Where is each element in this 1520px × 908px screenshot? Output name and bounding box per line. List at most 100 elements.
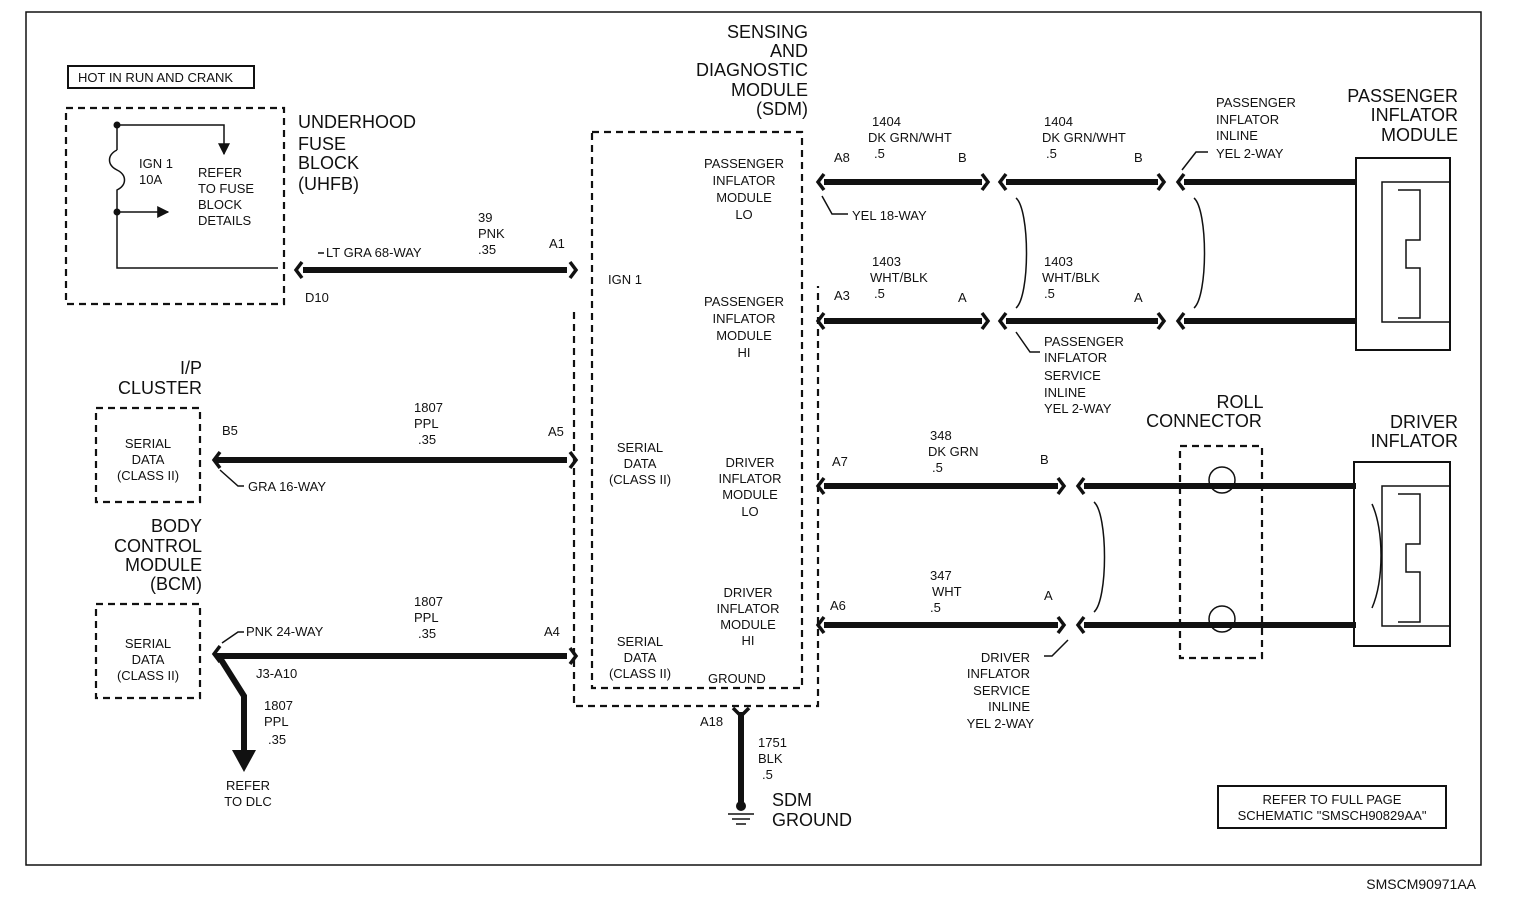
- wire-driver-hi: A6 347 WHT .5 A: [815, 568, 1356, 635]
- svg-text:MODULE: MODULE: [1381, 125, 1458, 145]
- svg-text:MODULE: MODULE: [716, 190, 772, 205]
- svg-text:TO DLC: TO DLC: [224, 794, 271, 809]
- svg-text:GROUND: GROUND: [708, 671, 766, 686]
- svg-text:TO FUSE: TO FUSE: [198, 181, 254, 196]
- passenger-service-inline: PASSENGER INFLATOR SERVICE INLINE YEL 2-…: [1015, 197, 1124, 416]
- svg-text:I/P: I/P: [180, 358, 202, 378]
- svg-text:1403: 1403: [872, 254, 901, 269]
- svg-text:PNK 24-WAY: PNK 24-WAY: [246, 624, 324, 639]
- svg-text:YEL 18-WAY: YEL 18-WAY: [852, 208, 927, 223]
- svg-text:.5: .5: [930, 600, 941, 615]
- svg-text:SDM: SDM: [772, 790, 812, 810]
- svg-text:(CLASS II): (CLASS II): [609, 666, 671, 681]
- svg-text:INFLATOR: INFLATOR: [1371, 431, 1458, 451]
- svg-text:DK GRN: DK GRN: [928, 444, 979, 459]
- svg-text:DETAILS: DETAILS: [198, 213, 252, 228]
- svg-text:SCHEMATIC "SMSCH90829AA": SCHEMATIC "SMSCH90829AA": [1238, 808, 1427, 823]
- svg-text:PNK: PNK: [478, 226, 505, 241]
- svg-text:PASSENGER: PASSENGER: [1044, 334, 1124, 349]
- svg-text:SERVICE: SERVICE: [973, 683, 1030, 698]
- ip-cluster: I/P CLUSTER SERIAL DATA (CLASS II) B5 GR…: [94, 358, 579, 504]
- svg-text:HI: HI: [738, 345, 751, 360]
- wire-passenger-lo: YEL 18-WAY A8 1404 DK GRN/WHT .5 B 1404 …: [815, 114, 1356, 223]
- svg-text:A18: A18: [700, 714, 723, 729]
- svg-text:INLINE: INLINE: [988, 699, 1030, 714]
- svg-text:DRIVER: DRIVER: [725, 455, 774, 470]
- svg-text:DATA: DATA: [132, 652, 165, 667]
- svg-text:WHT: WHT: [932, 584, 962, 599]
- svg-text:LO: LO: [735, 207, 752, 222]
- hot-label: HOT IN RUN AND CRANK: [67, 65, 255, 89]
- svg-text:(CLASS II): (CLASS II): [609, 472, 671, 487]
- svg-text:.5: .5: [874, 286, 885, 301]
- svg-text:SERIAL: SERIAL: [125, 636, 171, 651]
- svg-text:1751: 1751: [758, 735, 787, 750]
- svg-text:B: B: [958, 150, 967, 165]
- svg-text:B: B: [1040, 452, 1049, 467]
- svg-text:347: 347: [930, 568, 952, 583]
- svg-text:DATA: DATA: [624, 456, 657, 471]
- svg-text:INFLATOR: INFLATOR: [718, 471, 781, 486]
- svg-text:LT GRA 68-WAY: LT GRA 68-WAY: [326, 245, 422, 260]
- svg-text:IGN 1: IGN 1: [139, 156, 173, 171]
- roll-connector: ROLL CONNECTOR: [1146, 392, 1264, 660]
- svg-text:IGN 1: IGN 1: [608, 272, 642, 287]
- svg-text:.5: .5: [1044, 286, 1055, 301]
- svg-text:(CLASS II): (CLASS II): [117, 468, 179, 483]
- svg-text:A: A: [1044, 588, 1053, 603]
- svg-text:DK GRN/WHT: DK GRN/WHT: [1042, 130, 1126, 145]
- svg-text:YEL 2-WAY: YEL 2-WAY: [967, 716, 1035, 731]
- svg-text:INFLATOR: INFLATOR: [1371, 105, 1458, 125]
- svg-text:WHT/BLK: WHT/BLK: [1042, 270, 1100, 285]
- svg-text:PASSENGER: PASSENGER: [1347, 86, 1458, 106]
- svg-text:AND: AND: [770, 41, 808, 61]
- svg-text:SERIAL: SERIAL: [617, 440, 663, 455]
- svg-text:HI: HI: [742, 633, 755, 648]
- svg-text:DATA: DATA: [624, 650, 657, 665]
- svg-text:BLOCK: BLOCK: [198, 197, 242, 212]
- svg-text:1403: 1403: [1044, 254, 1073, 269]
- svg-text:A3: A3: [834, 288, 850, 303]
- sdm-module: SENSING AND DIAGNOSTIC MODULE (SDM) IGN …: [572, 22, 820, 708]
- svg-text:INFLATOR: INFLATOR: [716, 601, 779, 616]
- svg-text:1404: 1404: [1044, 114, 1073, 129]
- passenger-inflator-inline: PASSENGER INFLATOR INLINE YEL 2-WAY: [1181, 95, 1296, 309]
- svg-text:UNDERHOOD: UNDERHOOD: [298, 112, 416, 132]
- svg-text:MODULE: MODULE: [731, 80, 808, 100]
- svg-text:B: B: [1134, 150, 1143, 165]
- svg-text:SERIAL: SERIAL: [125, 436, 171, 451]
- svg-text:INFLATOR: INFLATOR: [712, 173, 775, 188]
- svg-text:ROLL: ROLL: [1216, 392, 1263, 412]
- svg-text:A: A: [1134, 290, 1143, 305]
- svg-text:YEL 2-WAY: YEL 2-WAY: [1216, 146, 1284, 161]
- svg-text:INFLATOR: INFLATOR: [1044, 350, 1107, 365]
- driver-service-inline: DRIVER INFLATOR SERVICE INLINE YEL 2-WAY: [967, 501, 1106, 731]
- svg-text:A8: A8: [834, 150, 850, 165]
- svg-text:PASSENGER: PASSENGER: [704, 294, 784, 309]
- svg-text:PASSENGER: PASSENGER: [1216, 95, 1296, 110]
- wire-driver-lo: A7 348 DK GRN .5 B: [815, 428, 1356, 496]
- svg-text:MODULE: MODULE: [720, 617, 776, 632]
- figure-id: SMSCM90971AA: [1366, 876, 1476, 892]
- svg-text:MODULE: MODULE: [125, 555, 202, 575]
- svg-text:A6: A6: [830, 598, 846, 613]
- svg-text:B5: B5: [222, 423, 238, 438]
- svg-text:PPL: PPL: [414, 610, 439, 625]
- wire-ign: LT GRA 68-WAY D10 39 PNK .35 A1: [293, 210, 579, 305]
- svg-text:CONNECTOR: CONNECTOR: [1146, 411, 1262, 431]
- svg-text:PPL: PPL: [264, 714, 289, 729]
- svg-text:1807: 1807: [264, 698, 293, 713]
- bcm: BODY CONTROL MODULE (BCM) SERIAL DATA (C…: [94, 516, 579, 809]
- svg-text:(UHFB): (UHFB): [298, 174, 359, 194]
- svg-text:(CLASS II): (CLASS II): [117, 668, 179, 683]
- svg-text:BODY: BODY: [151, 516, 202, 536]
- svg-text:10A: 10A: [139, 172, 162, 187]
- svg-text:INFLATOR: INFLATOR: [1216, 112, 1279, 127]
- svg-text:INFLATOR: INFLATOR: [967, 666, 1030, 681]
- svg-text:LO: LO: [741, 504, 758, 519]
- svg-text:DRIVER: DRIVER: [981, 650, 1030, 665]
- wire-passenger-hi: A3 1403 WHT/BLK .5 A 1403 WHT/BLK .5 A: [815, 254, 1356, 331]
- svg-text:A7: A7: [832, 454, 848, 469]
- sdm-ground: A18 1751 BLK .5 SDM GROUND: [700, 706, 852, 830]
